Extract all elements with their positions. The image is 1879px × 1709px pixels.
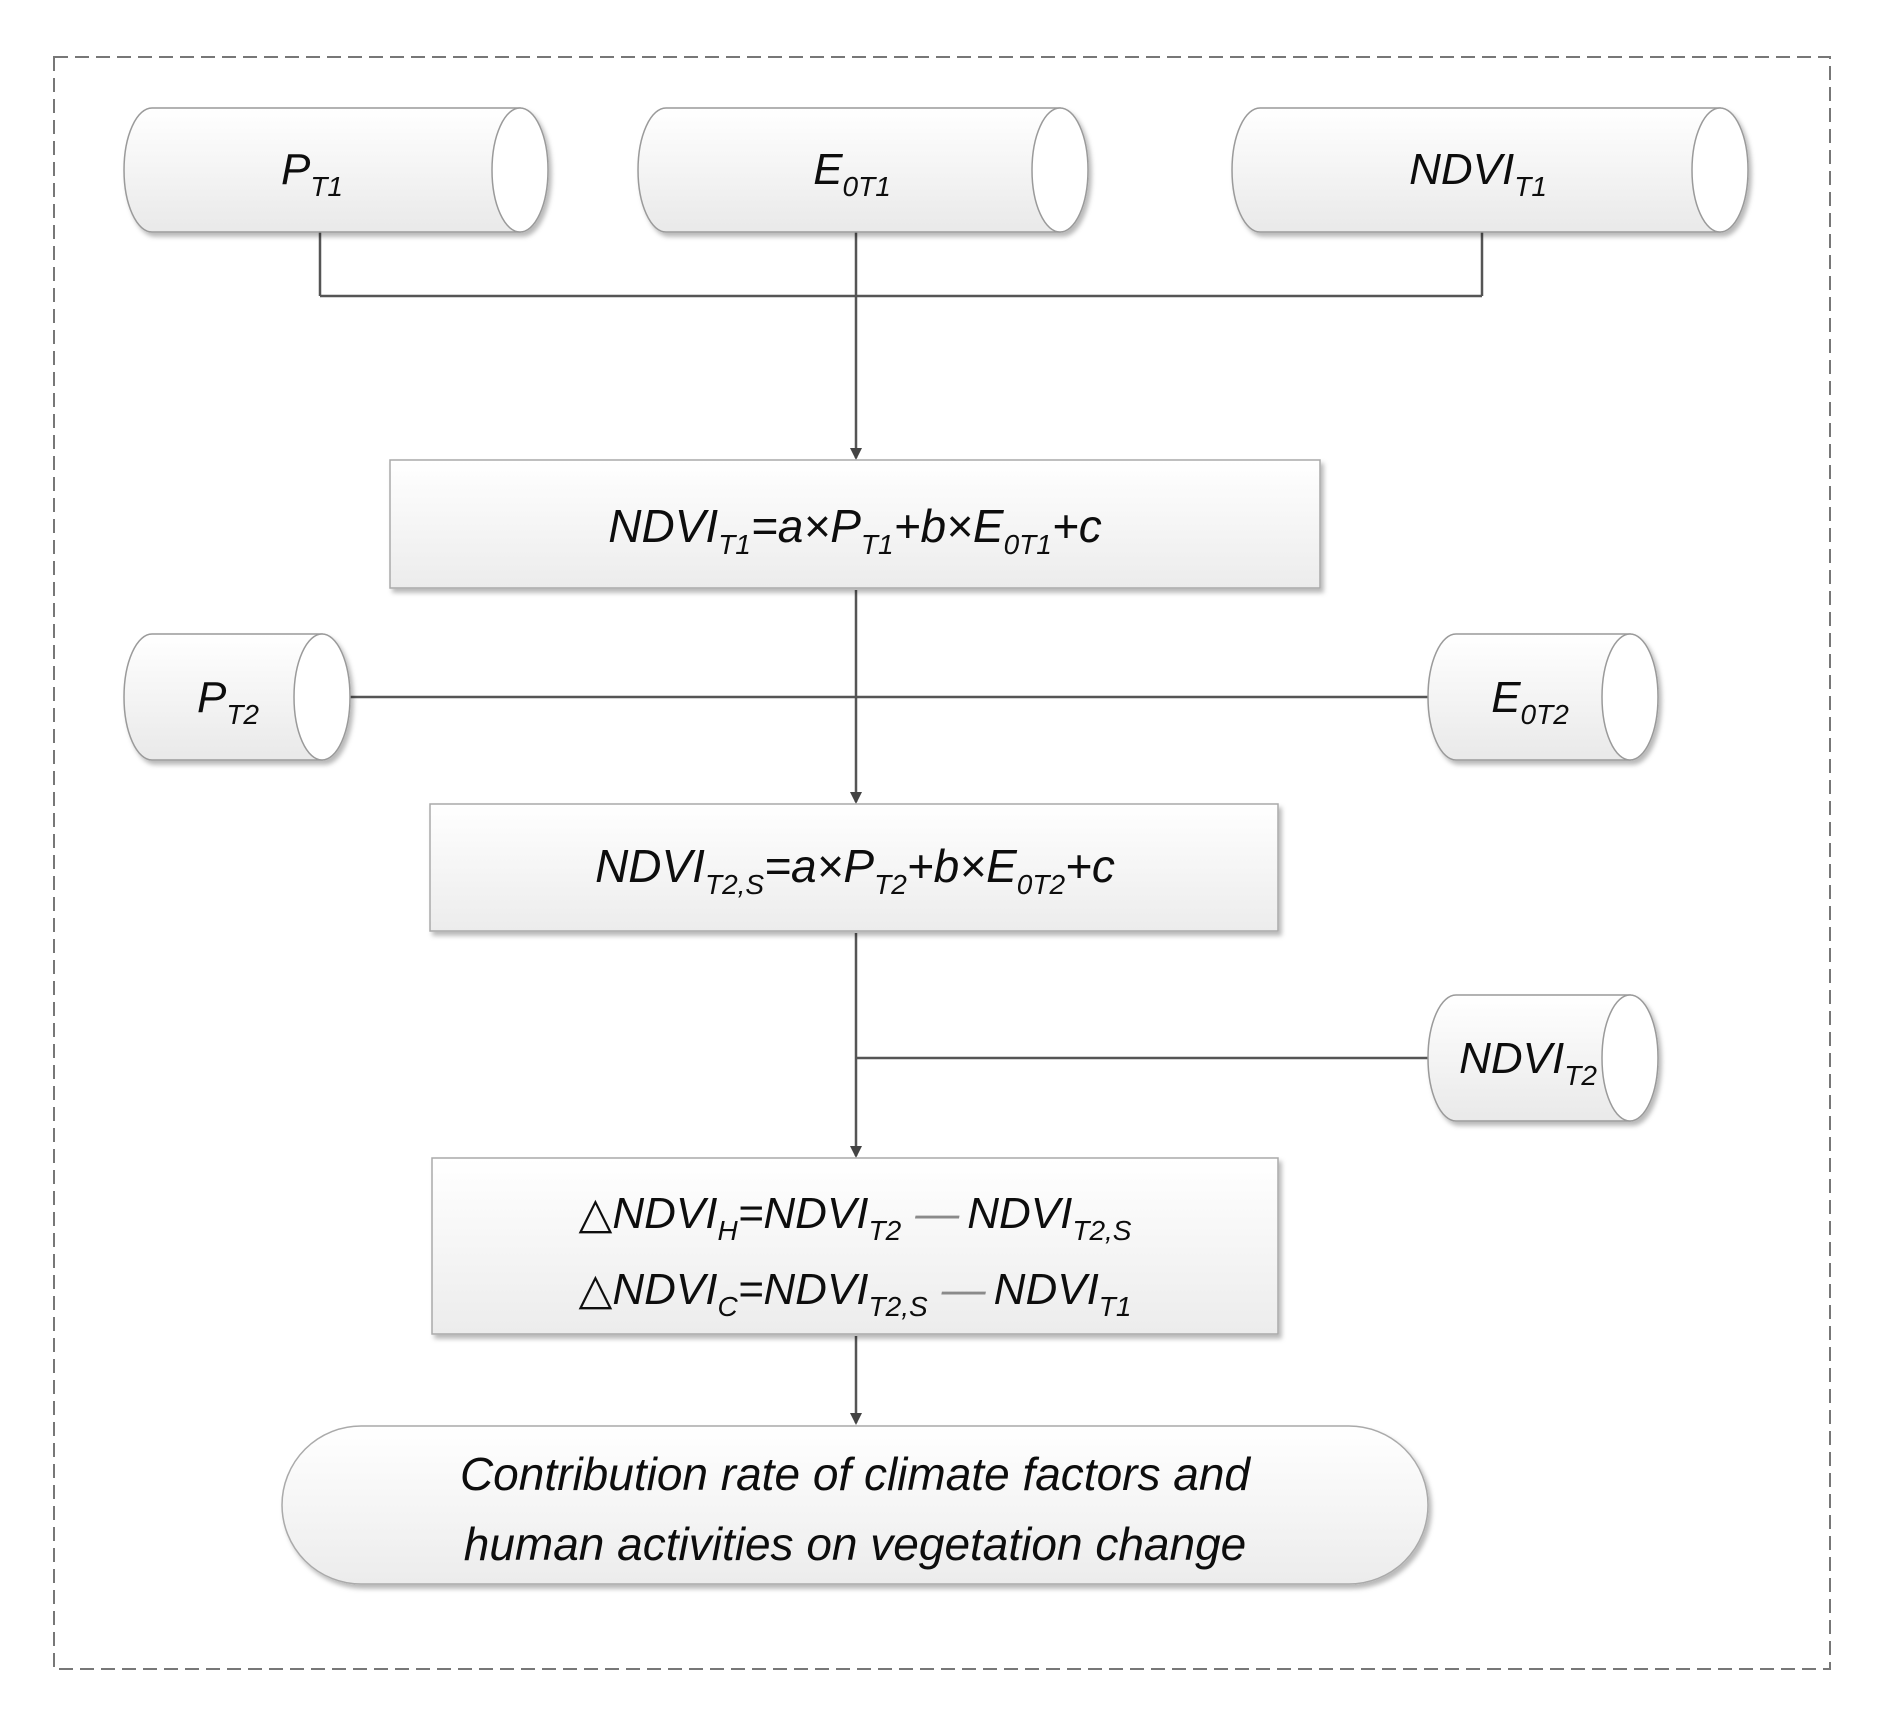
simulation-equation: NDVIT2,S=a×PT2+b×E0T2+c bbox=[595, 840, 1115, 900]
difference-box: △NDVIH=NDVIT2—NDVIT2,S △NDVIC=NDVIT2,S—N… bbox=[431, 1157, 1279, 1335]
input-p-t1-label: PT1 bbox=[281, 145, 343, 202]
input-ndvi-t2-label: NDVIT2 bbox=[1459, 1034, 1597, 1091]
input-p-t2: PT2 bbox=[123, 633, 351, 761]
input-e0-t1-label: E0T1 bbox=[813, 145, 891, 202]
input-ndvi-t2: NDVIT2 bbox=[1427, 994, 1659, 1122]
input-ndvi-t1-label: NDVIT1 bbox=[1409, 145, 1547, 202]
input-p-t1: PT1 bbox=[123, 107, 549, 233]
input-ndvi-t1: NDVIT1 bbox=[1231, 107, 1749, 233]
regression-equation: NDVIT1=a×PT1+b×E0T1+c bbox=[608, 500, 1101, 560]
result-line-2: human activities on vegetation change bbox=[464, 1518, 1247, 1570]
result-terminal: Contribution rate of climate factors and… bbox=[281, 1425, 1429, 1585]
input-p-t2-label: PT2 bbox=[197, 673, 259, 730]
input-e0-t1: E0T1 bbox=[637, 107, 1089, 233]
input-e0-t2-label: E0T2 bbox=[1491, 673, 1569, 730]
climate-impact-equation: △NDVIC=NDVIT2,S—NDVIT1 bbox=[579, 1265, 1132, 1322]
human-impact-equation: △NDVIH=NDVIT2—NDVIT2,S bbox=[579, 1189, 1132, 1246]
result-line-1: Contribution rate of climate factors and bbox=[460, 1448, 1251, 1500]
regression-model-box: NDVIT1=a×PT1+b×E0T1+c bbox=[389, 459, 1321, 589]
input-e0-t2: E0T2 bbox=[1427, 633, 1659, 761]
connector-lines bbox=[318, 232, 1484, 1425]
outer-dashed-frame bbox=[53, 56, 1831, 1670]
simulation-model-box: NDVIT2,S=a×PT2+b×E0T2+c bbox=[429, 803, 1279, 932]
